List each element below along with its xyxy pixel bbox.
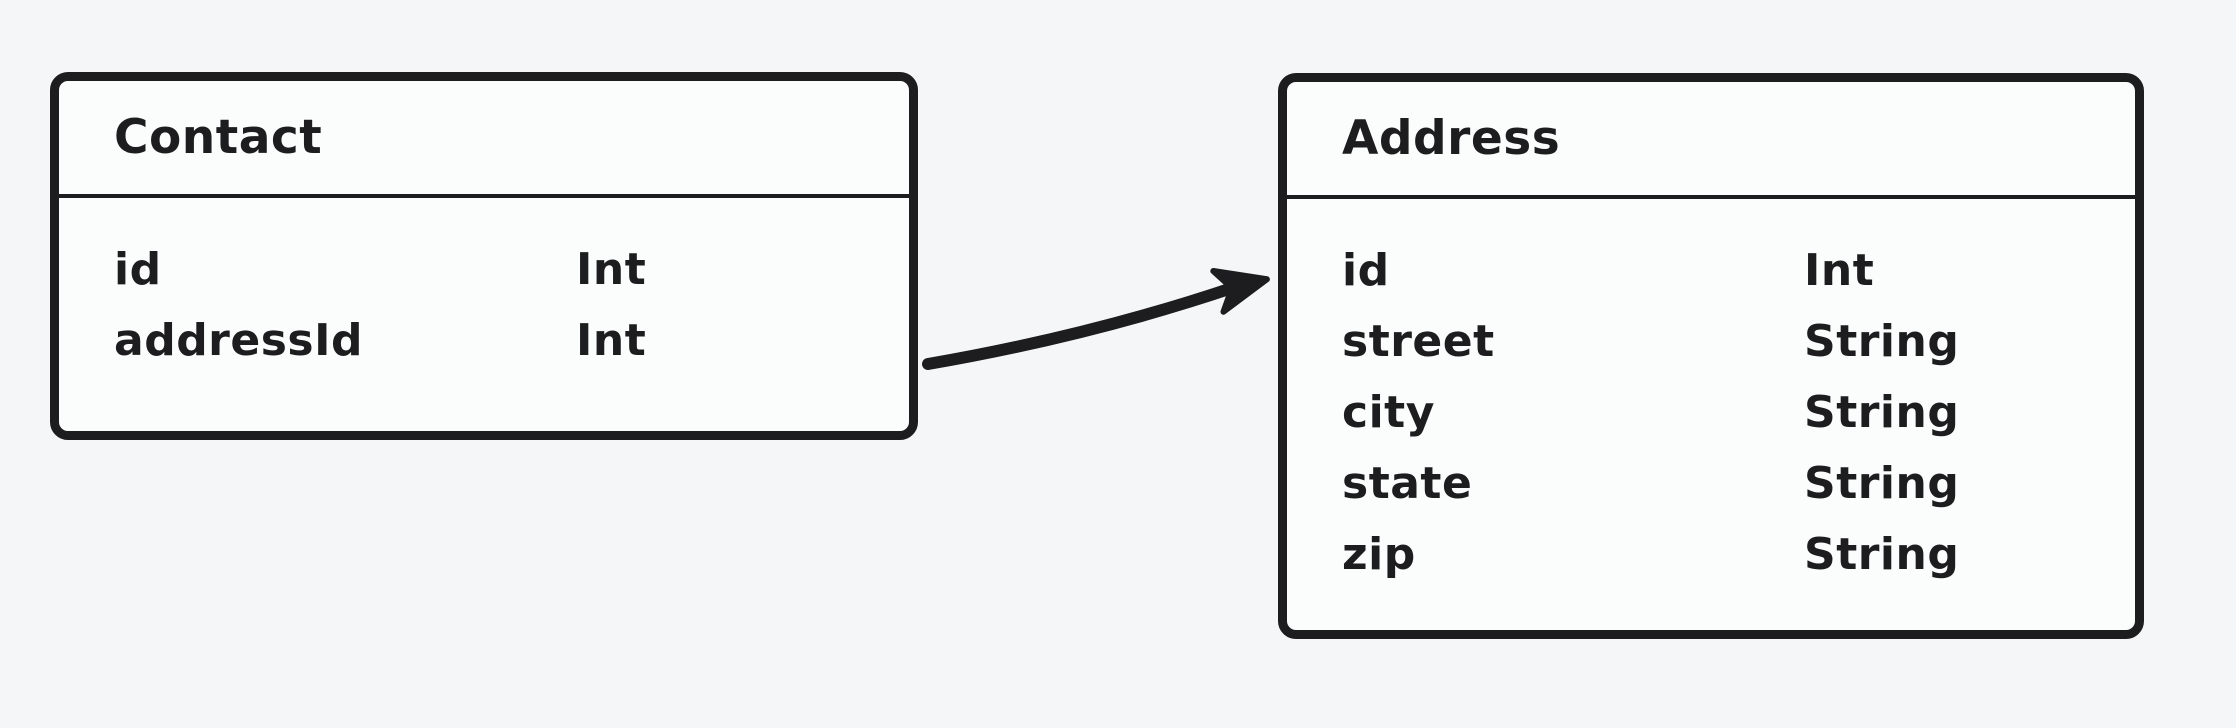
field-name: id: [114, 244, 162, 295]
field-row: id Int: [1287, 235, 2135, 306]
field-row: id Int: [59, 234, 909, 305]
field-row: addressId Int: [59, 305, 909, 376]
field-type: Int: [576, 244, 647, 295]
entity-contact-header: Contact: [59, 81, 909, 198]
field-type: String: [1804, 458, 1960, 509]
field-name: addressId: [114, 315, 363, 366]
field-name: zip: [1342, 529, 1416, 580]
field-row: state String: [1287, 448, 2135, 519]
field-type: String: [1804, 316, 1960, 367]
field-name: street: [1342, 316, 1495, 367]
field-type: String: [1804, 529, 1960, 580]
entity-contact[interactable]: Contact id Int addressId Int: [50, 72, 918, 440]
entity-contact-body: id Int addressId Int: [59, 198, 909, 376]
entity-address-header: Address: [1287, 82, 2135, 199]
entity-address[interactable]: Address id Int street String city String…: [1278, 73, 2144, 639]
field-type: String: [1804, 387, 1960, 438]
entity-contact-title: Contact: [114, 110, 323, 165]
field-type: Int: [576, 315, 647, 366]
relationship-arrow-line: [922, 281, 1241, 370]
field-type: Int: [1804, 245, 1875, 296]
field-row: street String: [1287, 306, 2135, 377]
field-row: city String: [1287, 377, 2135, 448]
entity-address-title: Address: [1342, 111, 1561, 166]
entity-address-body: id Int street String city String state S…: [1287, 199, 2135, 590]
field-row: zip String: [1287, 519, 2135, 590]
relationship-arrowhead-icon: [1210, 267, 1270, 315]
field-name: city: [1342, 387, 1435, 438]
field-name: id: [1342, 245, 1390, 296]
field-name: state: [1342, 458, 1473, 509]
